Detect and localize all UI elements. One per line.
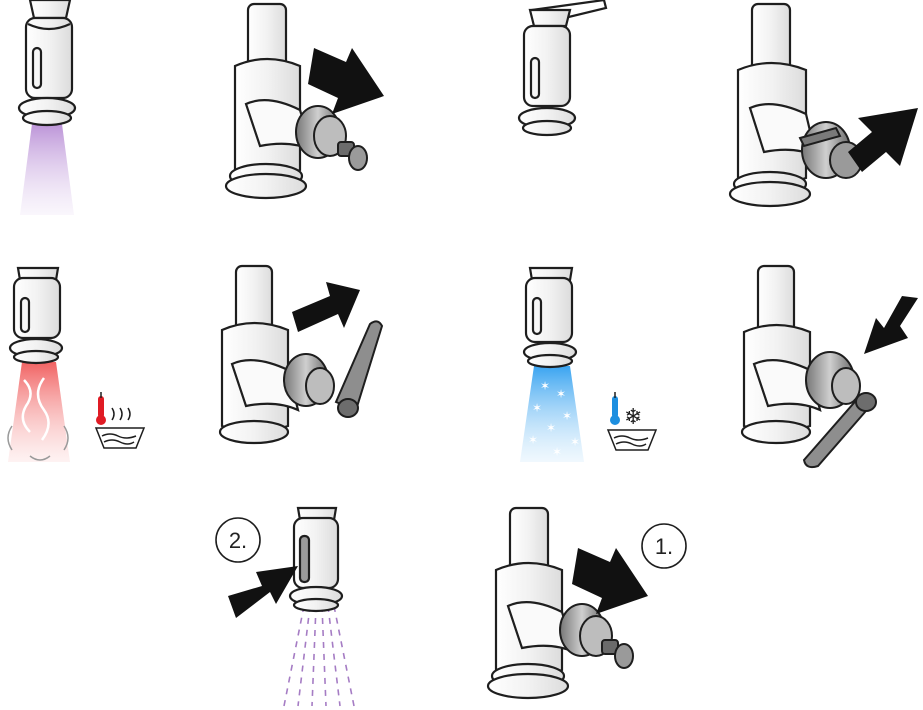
faucet-body — [226, 4, 312, 198]
arrow-right-down — [308, 48, 384, 114]
panel-handle-push-in — [730, 4, 918, 206]
panel-handle-pull-out-first: 1. — [488, 508, 686, 698]
spray-head — [19, 0, 75, 125]
arrow-left-down — [848, 108, 918, 172]
panel-flow-default — [19, 0, 75, 215]
spray-cone-hot — [8, 362, 70, 462]
snowflake-icon: ❄ — [624, 405, 642, 430]
svg-text:✶: ✶ — [570, 435, 580, 449]
svg-text:✶: ✶ — [562, 409, 572, 423]
panel-spray-mode-press: 2. — [216, 508, 354, 706]
step-badge-2: 2. — [216, 518, 260, 562]
svg-text:✶: ✶ — [540, 379, 550, 393]
svg-text:✶: ✶ — [546, 421, 556, 435]
panel-flow-cold: ✶ ✶ ✶ ✶ ✶ ✶ ✶ ✶ ❄ — [520, 268, 656, 462]
svg-text:✶: ✶ — [528, 433, 538, 447]
cold-water-icon: ❄ — [608, 392, 656, 450]
step-badge-1: 1. — [642, 524, 686, 568]
panel-handle-lever-down — [742, 266, 918, 467]
svg-text:✶: ✶ — [552, 445, 562, 459]
panel-handle-pull-out — [226, 4, 384, 198]
cartridge-knob — [296, 106, 367, 170]
arrow-up-right — [292, 282, 360, 332]
svg-text:✶: ✶ — [532, 401, 542, 415]
spray-cone — [20, 124, 74, 215]
panel-flow-off — [519, 0, 606, 135]
step-2-label: 2. — [229, 528, 247, 553]
arrow-right — [228, 566, 298, 618]
panel-flow-hot — [8, 268, 144, 462]
step-1-label: 1. — [655, 534, 673, 559]
arrow-down-left — [864, 296, 918, 354]
svg-text:✶: ✶ — [556, 387, 566, 401]
spray-dashes — [284, 606, 354, 706]
panel-handle-lever-up — [220, 266, 382, 443]
hot-water-icon — [96, 392, 144, 448]
